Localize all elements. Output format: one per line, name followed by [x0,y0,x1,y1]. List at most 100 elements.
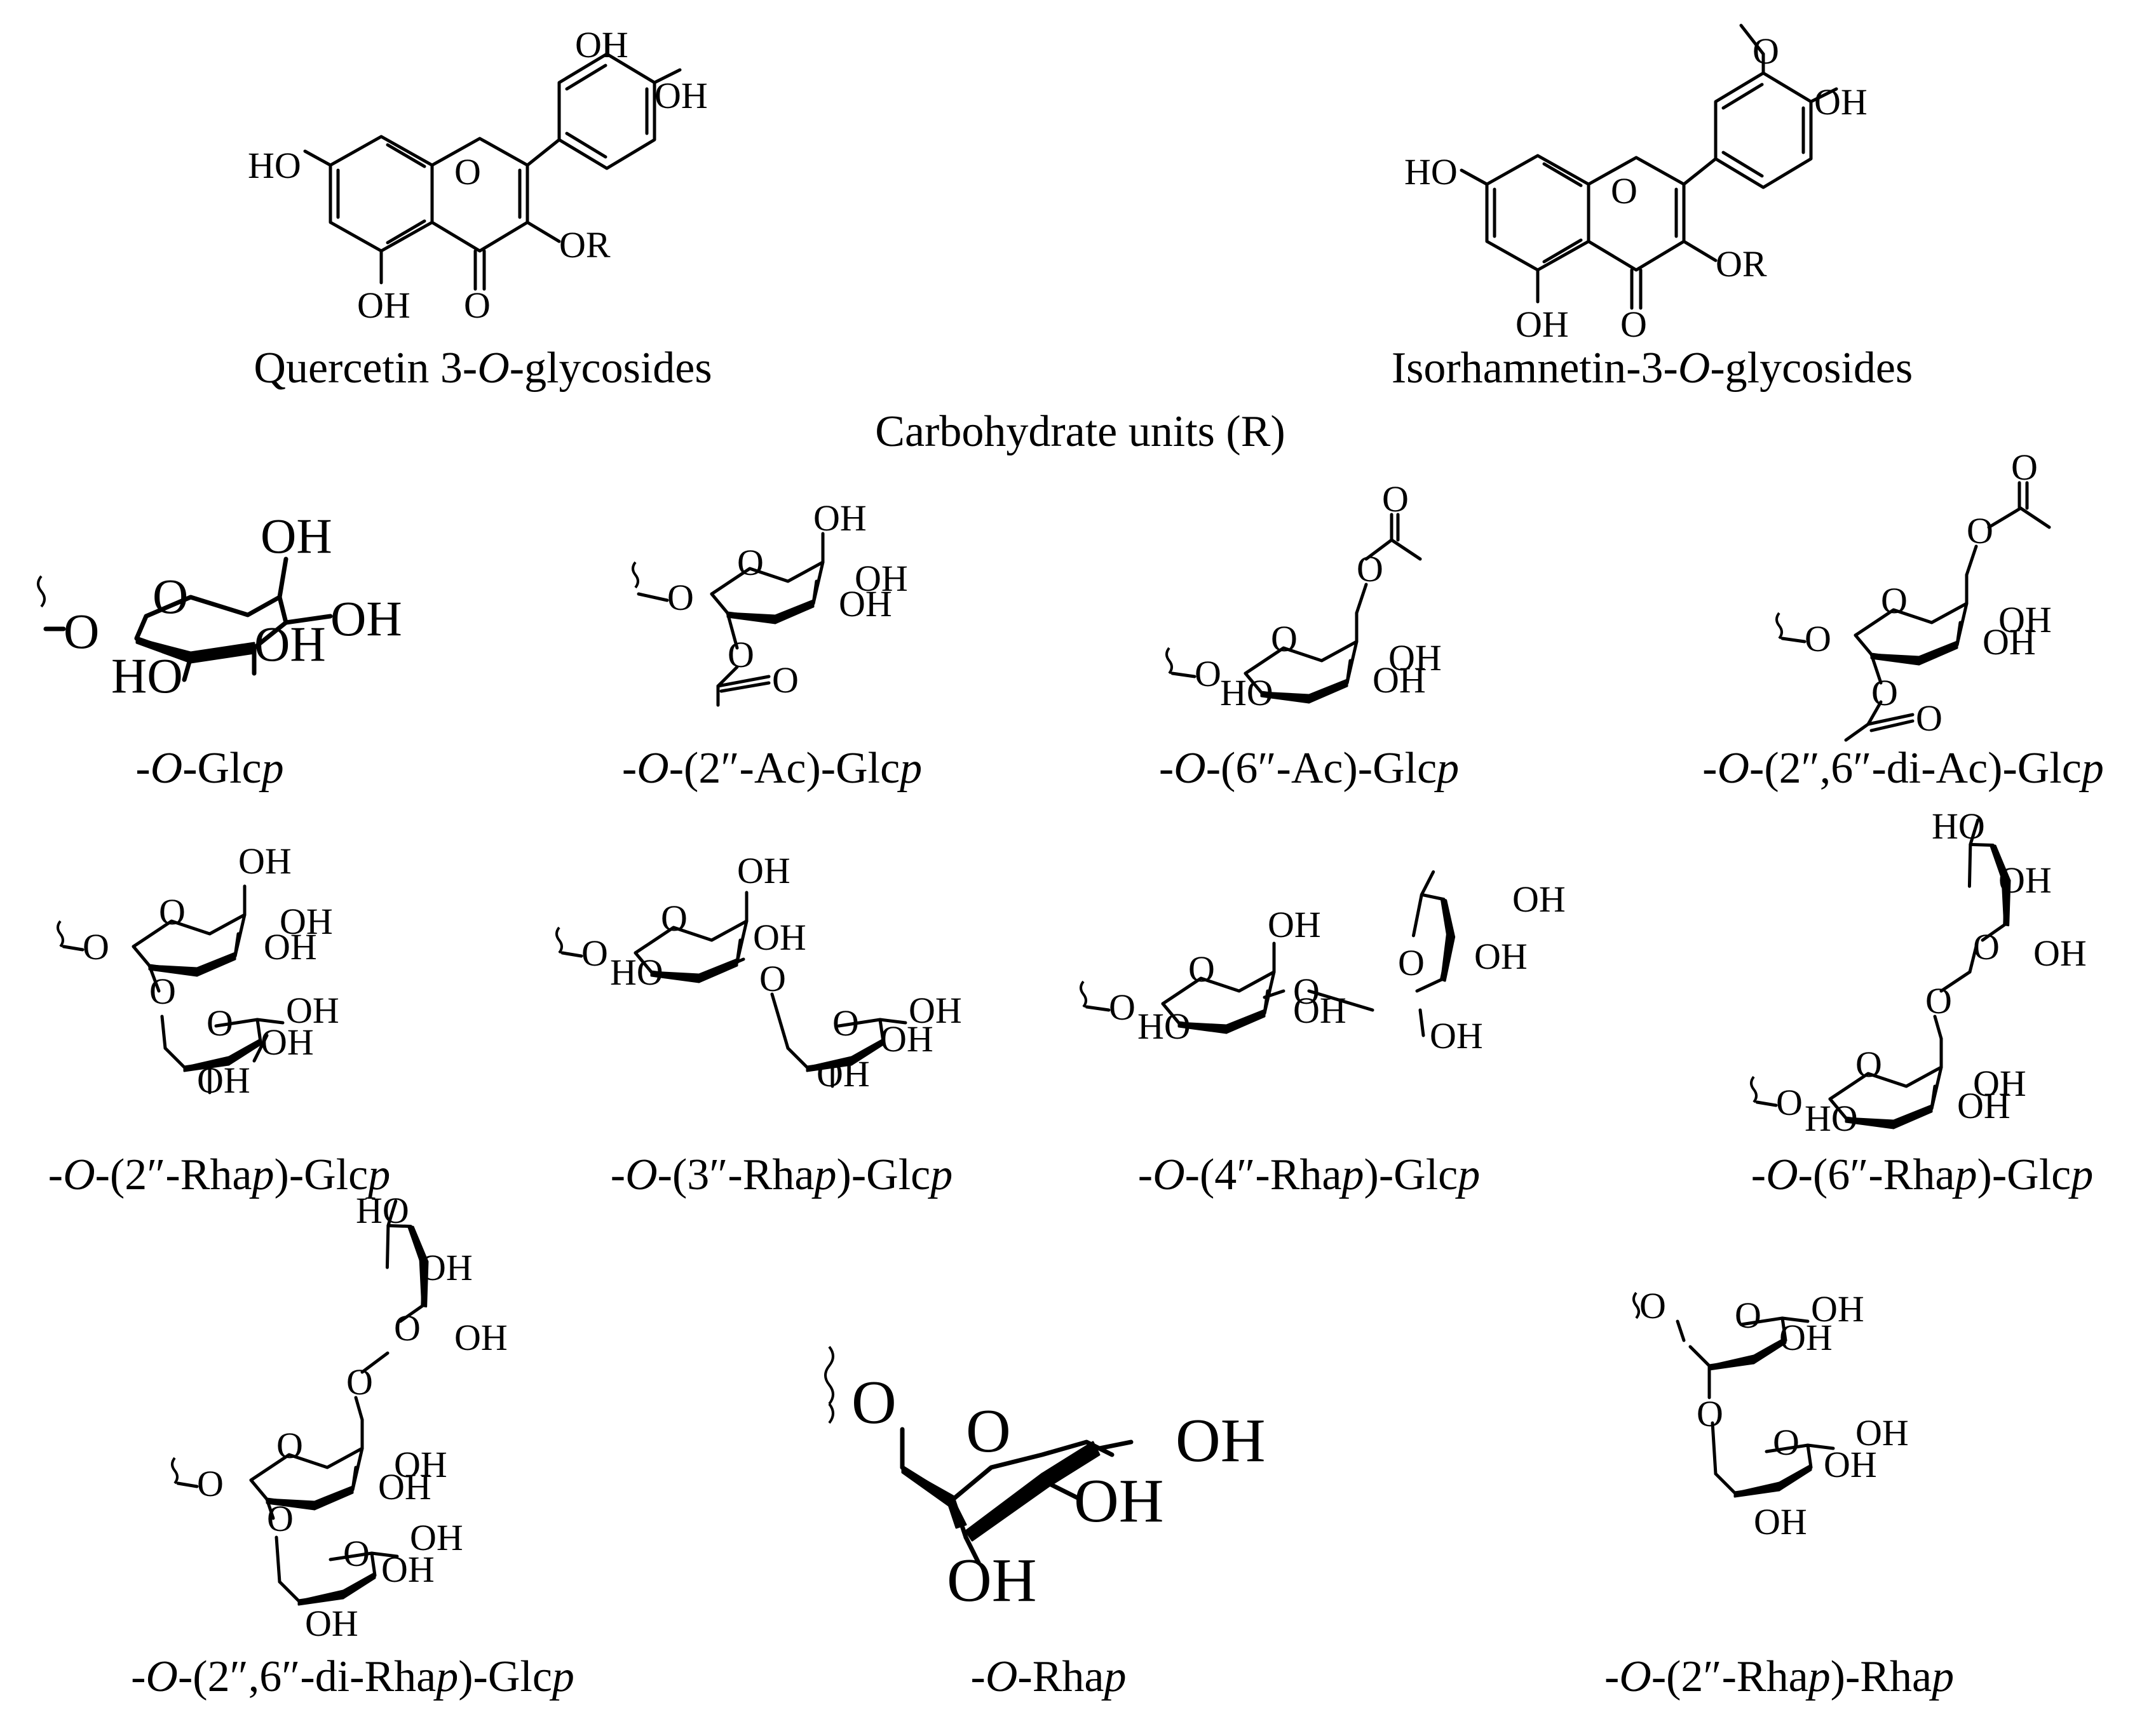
atom-label: OH [1998,599,2052,640]
glcp-structure: O O OH OH HO OH [37,508,402,703]
atom-label: HO [610,952,663,993]
atom-label: O [159,891,186,933]
isorhamnetin-structure: O OR O OH HO O OH [1404,24,1868,345]
6ac-glcp-structure: O O O O OH OH HO [1165,478,1442,713]
atom-label: OH [261,508,332,563]
atom-label: O [1697,1393,1723,1434]
atom-label: OH [410,1517,463,1558]
atom-label: OH [1973,1063,2026,1104]
atom-label: O [1195,653,1221,694]
atom-label: O [1805,618,1831,659]
atom-label: OH [1855,1412,1909,1453]
atom-label: OR [559,224,611,266]
atom-label: OH [1983,621,2036,663]
2rhap-rhap-structure: O O OH OH O O OH OH OH [1632,1285,1909,1542]
atom-label: O [1881,580,1908,621]
atom-label: O [207,1002,233,1044]
atom-label: O [394,1307,421,1349]
atom-label: O [966,1397,1011,1466]
atom-label: OH [1814,81,1868,123]
caption-2rhap-glcp: -O-(2″-Rhap)-Glcp [48,1150,391,1199]
atom-label: O [832,1002,859,1044]
atom-label: OH [1430,1015,1483,1056]
atom-label: OH [330,591,402,646]
26dirhap-glcp-structure: O O O OH OH O O OH OH OH O HO OH OH [171,1190,508,1644]
atom-label: HO [1932,805,1985,847]
atom-label: O [737,542,764,583]
6rhap-glcp-structure: O O O OH OH HO O HO OH OH [1750,805,2087,1139]
atom-label: O [1293,971,1320,1012]
atom-label: O [772,659,799,701]
atom-label: OH [1779,1317,1833,1358]
atom-label: OH [1512,879,1566,920]
atom-label: O [276,1425,303,1466]
atom-label: OH [1957,1085,2010,1126]
atom-label: O [581,933,608,974]
atom-label: OH [855,558,908,599]
atom-label: HO [1805,1098,1858,1139]
atom-label: OH [454,1317,508,1358]
caption-3rhap-glcp: -O-(3″-Rhap)-Glcp [610,1150,953,1199]
atom-label: O [2011,447,2038,488]
atom-label: O [1871,672,1898,713]
atom-label: OH [909,990,962,1031]
atom-label: OH [839,583,892,624]
section-title: Carbohydrate units (R) [875,407,1285,456]
atom-label: O [1776,1082,1803,1123]
atom-label: O [1611,170,1637,212]
atom-label: OH [1388,637,1442,678]
4rhap-glcp-structure: O O OH O OH HO O OH OH OH [1080,871,1566,1056]
atom-label: OH [357,285,410,326]
atom-label: OH [1811,1288,1864,1330]
atom-label: OH [737,850,790,891]
atom-label: OR [1716,243,1767,285]
atom-label: OH [817,1053,870,1095]
atom-label: O [661,898,688,939]
2ac-glcp-structure: O O OH OH OH O O [632,497,908,707]
atom-label: O [83,926,109,967]
atom-label: OH [1824,1444,1877,1485]
atom-label: O [64,603,99,659]
atom-label: OH [286,990,339,1031]
caption-isorhamnetin: Isorhamnetin-3-O-glycosides [1391,344,1913,393]
atom-label: OH [654,75,708,116]
atom-label: O [1620,304,1647,345]
atom-label: OH [1293,990,1346,1031]
atom-label: OH [381,1549,435,1590]
atom-label: O [1109,987,1136,1028]
atom-label: O [1855,1044,1882,1085]
atom-label: OH [264,926,317,967]
atom-label: OH [1754,1501,1807,1542]
atom-label: O [1773,1422,1800,1463]
atom-label: O [197,1463,224,1504]
atom-label: O [343,1533,370,1574]
3rhap-glcp-structure: O O OH OH HO O O OH OH OH [555,850,962,1095]
atom-label: O [1357,548,1383,590]
atom-label: O [1916,698,1942,739]
atom-label: HO [1220,672,1273,713]
atom-label: OH [254,616,326,671]
atom-label: OH [1474,936,1528,977]
atom-label: OH [419,1247,473,1288]
atom-label: O [1735,1295,1761,1336]
atom-label: O [851,1368,897,1437]
quercetin-structure: O OR O OH HO OH OH [248,24,708,326]
atom-label: O [454,151,481,192]
atom-label: OH [1373,659,1426,701]
atom-label: O [149,971,176,1012]
atom-label: OH [280,901,333,942]
atom-label: HO [356,1190,409,1231]
atom-label: OH [261,1021,314,1063]
atom-label: OH [1515,304,1569,345]
caption-rhap: -O-Rhap [970,1652,1127,1701]
atom-label: O [667,577,694,618]
atom-label: O [1398,942,1425,983]
caption-2rhap-rhap: -O-(2″-Rhap)-Rhap [1604,1652,1955,1701]
atom-label: OH [305,1603,358,1644]
atom-label: OH [575,24,628,65]
atom-label: HO [248,145,301,186]
atom-label: O [153,569,188,624]
atom-label: OH [1998,859,2052,901]
